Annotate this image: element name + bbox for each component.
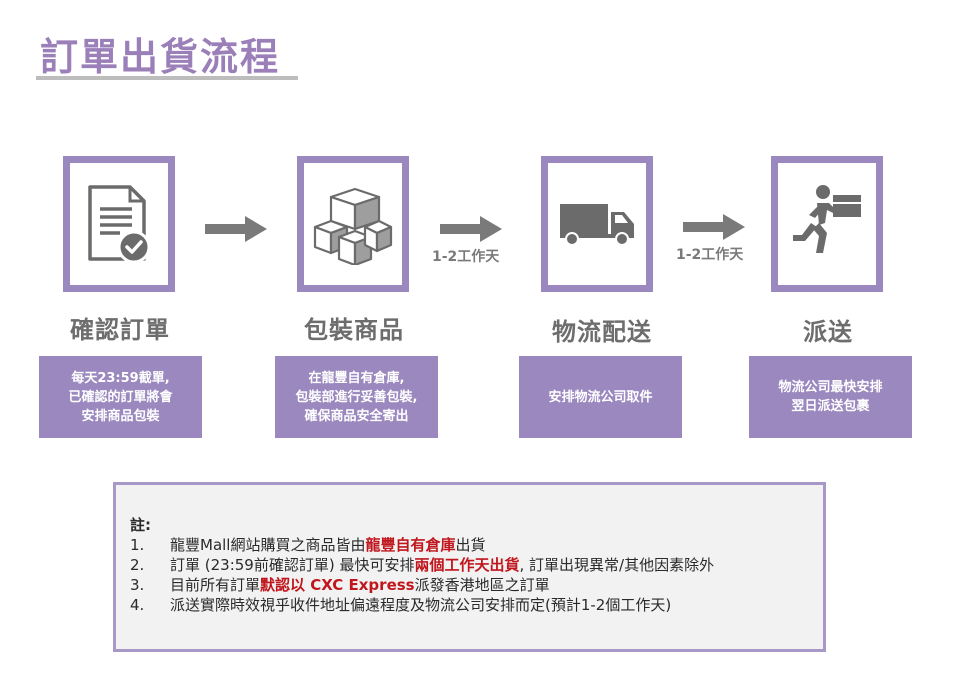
step-title-confirm: 確認訂單 — [70, 316, 170, 344]
step-title-delivery: 物流配送 — [552, 318, 652, 346]
note-text-part: 派送實際時效視乎收件地址偏遠程度及物流公司安排而定(預計1-2個工作天) — [170, 596, 672, 614]
note-text-part: 出貨 — [455, 536, 486, 554]
note-text: 派送實際時效視乎收件地址偏遠程度及物流公司安排而定(預計1-2個工作天) — [170, 595, 671, 615]
note-text: 龍豐Mall網站購買之商品皆由龍豐自有倉庫出貨 — [170, 535, 486, 555]
truck-icon — [560, 204, 634, 246]
notes-panel: 註: 1. 龍豐Mall網站購買之商品皆由龍豐自有倉庫出貨 2. 訂單 (23:… — [113, 482, 826, 652]
arrow-right-icon — [205, 216, 267, 242]
note-item: 4. 派送實際時效視乎收件地址偏遠程度及物流公司安排而定(預計1-2個工作天) — [130, 595, 809, 615]
note-highlight: 龍豐自有倉庫 — [365, 536, 456, 554]
note-text-part: 目前所有訂單 — [170, 576, 261, 594]
step-desc-delivery: 安排物流公司取件 — [519, 356, 682, 438]
note-number: 1. — [130, 536, 145, 554]
note-highlight: 兩個工作天出貨 — [414, 556, 520, 574]
note-item: 1. 龍豐Mall網站購買之商品皆由龍豐自有倉庫出貨 — [130, 535, 809, 555]
arrow-label: 1-2工作天 — [676, 247, 744, 263]
notes-label: 註: — [130, 516, 151, 534]
note-text-part: 龍豐Mall網站購買之商品皆由 — [170, 536, 366, 554]
step-icon-box-pack — [297, 156, 409, 292]
step-desc-dispatch: 物流公司最快安排 翌日派送包裹 — [749, 356, 912, 438]
note-text-part: , 訂單出現異常/其他因素除外 — [519, 556, 715, 574]
note-text-part: 派發香港地區之訂單 — [414, 576, 550, 594]
step-icon-box-confirm — [63, 156, 175, 292]
note-highlight: 默認以 CXC Express — [260, 576, 415, 594]
note-number: 4. — [130, 596, 145, 614]
boxes-icon — [313, 187, 393, 265]
title-underline — [36, 76, 298, 80]
note-text: 目前所有訂單默認以 CXC Express派發香港地區之訂單 — [170, 575, 550, 595]
step-desc-pack: 在龍豐自有倉庫, 包裝部進行妥善包裝, 確保商品安全寄出 — [275, 356, 438, 438]
note-text-part: 訂單 (23:59前確認訂單) 最快可安排 — [170, 556, 415, 574]
step-title-pack: 包裝商品 — [304, 316, 404, 344]
arrow-right-icon — [683, 214, 745, 240]
arrow-right-icon — [440, 216, 502, 242]
page-title: 訂單出貨流程 — [40, 35, 281, 79]
arrow-label: 1-2工作天 — [432, 249, 500, 265]
document-check-icon — [88, 185, 151, 264]
note-item: 3. 目前所有訂單默認以 CXC Express派發香港地區之訂單 — [130, 575, 809, 595]
step-icon-box-delivery — [541, 156, 653, 292]
note-number: 3. — [130, 576, 145, 594]
courier-running-icon — [793, 185, 861, 253]
note-number: 2. — [130, 556, 145, 574]
note-item: 2. 訂單 (23:59前確認訂單) 最快可安排兩個工作天出貨, 訂單出現異常/… — [130, 555, 809, 575]
step-icon-box-dispatch — [771, 156, 883, 292]
step-desc-confirm: 每天23:59截單, 已確認的訂單將會 安排商品包裝 — [39, 356, 202, 438]
step-title-dispatch: 派送 — [803, 318, 853, 346]
note-text: 訂單 (23:59前確認訂單) 最快可安排兩個工作天出貨, 訂單出現異常/其他因… — [170, 555, 714, 575]
